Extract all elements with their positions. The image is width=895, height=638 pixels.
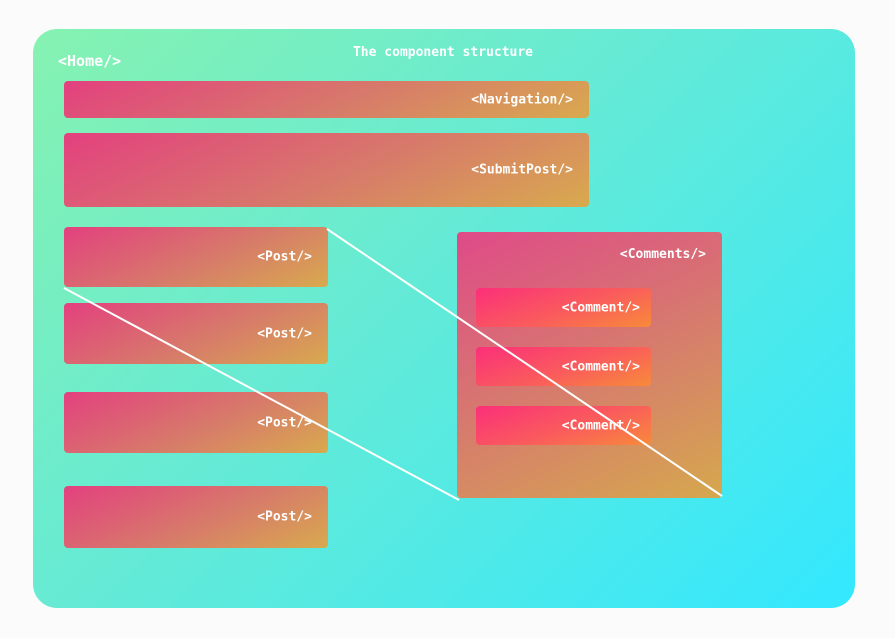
home-component: <Home/> The component structure <Navigat… [33, 29, 855, 608]
post-label: <Post/> [257, 326, 312, 341]
comment-label: <Comment/> [561, 359, 640, 374]
post-component: <Post/> [64, 486, 328, 548]
post-label: <Post/> [257, 509, 312, 525]
post-label: <Post/> [257, 249, 312, 265]
comment-label: <Comment/> [561, 418, 640, 433]
comment-label: <Comment/> [561, 300, 640, 315]
post-label: <Post/> [257, 415, 312, 430]
comments-component: <Comments/> <Comment/> <Comment/> <Comme… [457, 232, 722, 498]
post-component: <Post/> [64, 392, 328, 453]
diagram-title: The component structure [352, 45, 533, 60]
home-label: <Home/> [58, 52, 122, 70]
comment-component: <Comment/> [476, 347, 651, 386]
post-component: <Post/> [64, 303, 328, 364]
comment-component: <Comment/> [476, 288, 651, 327]
navigation-label: <Navigation/> [471, 92, 573, 107]
navigation-component: <Navigation/> [64, 81, 589, 118]
submit-post-component: <SubmitPost/> [64, 133, 589, 207]
post-component: <Post/> [64, 227, 328, 287]
comments-label: <Comments/> [619, 247, 706, 262]
comment-component: <Comment/> [476, 406, 651, 445]
submit-post-label: <SubmitPost/> [471, 162, 573, 178]
